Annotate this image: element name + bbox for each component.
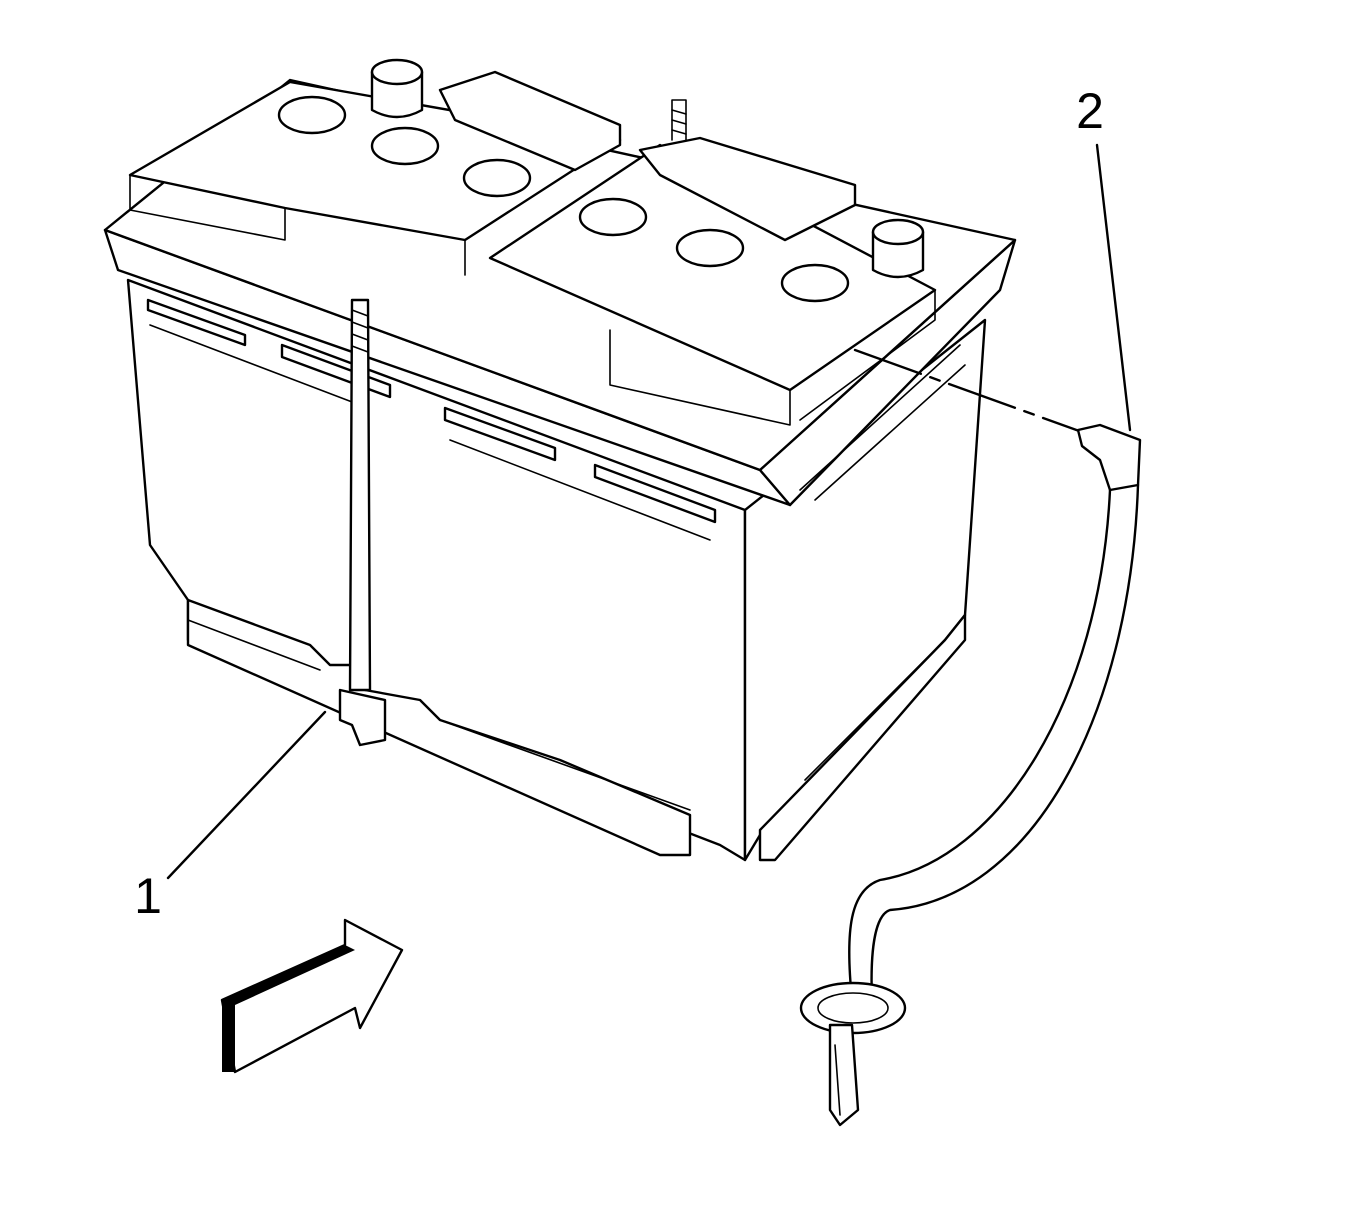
- callout-2: 2: [1076, 83, 1104, 139]
- hidden-line: [853, 348, 1084, 434]
- direction-arrow: [220, 918, 404, 1074]
- vent-tube: [799, 423, 1142, 1127]
- callout-1: 1: [134, 868, 162, 924]
- leader-line-2: [1095, 143, 1132, 432]
- battery: [103, 58, 1017, 862]
- leader-line-1: [166, 710, 327, 880]
- hold-down-rod: [338, 298, 387, 747]
